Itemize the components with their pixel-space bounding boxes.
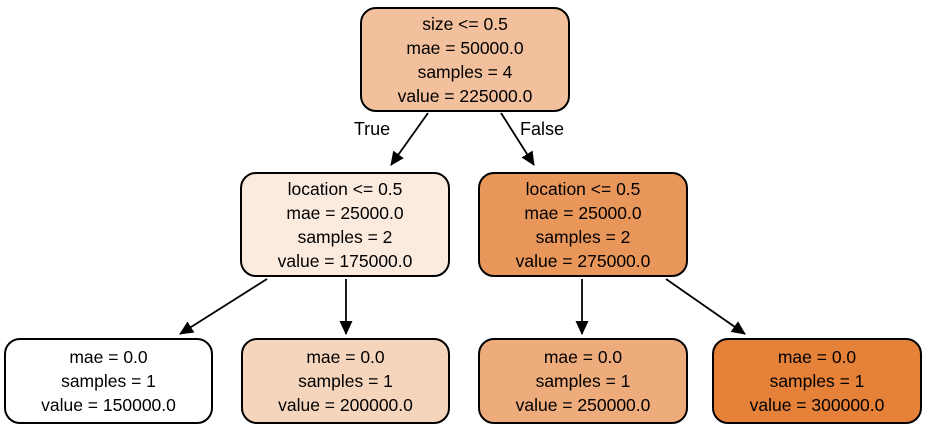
- node-leaf-1-mae: mae = 0.0: [69, 347, 148, 367]
- node-split-right-mae: mae = 25000.0: [524, 202, 642, 223]
- edge-root-to-left: [390, 112, 429, 166]
- node-split-left-mae: mae = 25000.0: [286, 202, 404, 223]
- node-leaf-4-value: value = 300000.0: [749, 395, 885, 415]
- node-leaf-2-samples: samples = 1: [298, 371, 393, 391]
- node-leaf-3: mae = 0.0 samples = 1 value = 250000.0: [478, 338, 688, 424]
- node-root-mae: mae = 50000.0: [406, 37, 524, 58]
- edge-left-to-leaf1: [179, 278, 268, 335]
- node-split-left-value: value = 175000.0: [277, 250, 413, 271]
- node-leaf-3-samples: samples = 1: [535, 371, 631, 391]
- node-leaf-2: mae = 0.0 samples = 1 value = 200000.0: [241, 338, 450, 424]
- node-split-right: location <= 0.5 mae = 25000.0 samples = …: [478, 172, 688, 277]
- node-leaf-3-mae: mae = 0.0: [543, 347, 623, 367]
- node-leaf-1-samples: samples = 1: [61, 371, 156, 391]
- node-split-right-condition: location <= 0.5: [525, 178, 641, 199]
- edge-label-false: False: [519, 119, 564, 139]
- node-leaf-1: mae = 0.0 samples = 1 value = 150000.0: [4, 338, 213, 424]
- edge-label-true: True: [353, 119, 391, 139]
- node-leaf-4-samples: samples = 1: [769, 371, 865, 391]
- node-leaf-1-value: value = 150000.0: [41, 395, 176, 415]
- node-root-value: value = 225000.0: [397, 85, 533, 106]
- node-root: size <= 0.5 mae = 50000.0 samples = 4 va…: [360, 7, 570, 112]
- node-leaf-3-value: value = 250000.0: [515, 395, 651, 415]
- node-leaf-2-mae: mae = 0.0: [306, 347, 385, 367]
- node-split-right-samples: samples = 2: [535, 226, 631, 247]
- node-leaf-2-value: value = 200000.0: [278, 395, 413, 415]
- edge-root-to-right: [500, 112, 535, 166]
- node-split-left-samples: samples = 2: [297, 226, 393, 247]
- node-leaf-4: mae = 0.0 samples = 1 value = 300000.0: [712, 338, 922, 424]
- node-split-right-value: value = 275000.0: [515, 250, 651, 271]
- node-root-samples: samples = 4: [417, 61, 513, 82]
- node-leaf-4-mae: mae = 0.0: [777, 347, 857, 367]
- node-split-left-condition: location <= 0.5: [287, 178, 403, 199]
- edge-right-to-leaf4: [665, 278, 746, 335]
- node-split-left: location <= 0.5 mae = 25000.0 samples = …: [240, 172, 450, 277]
- node-root-condition: size <= 0.5: [422, 13, 508, 34]
